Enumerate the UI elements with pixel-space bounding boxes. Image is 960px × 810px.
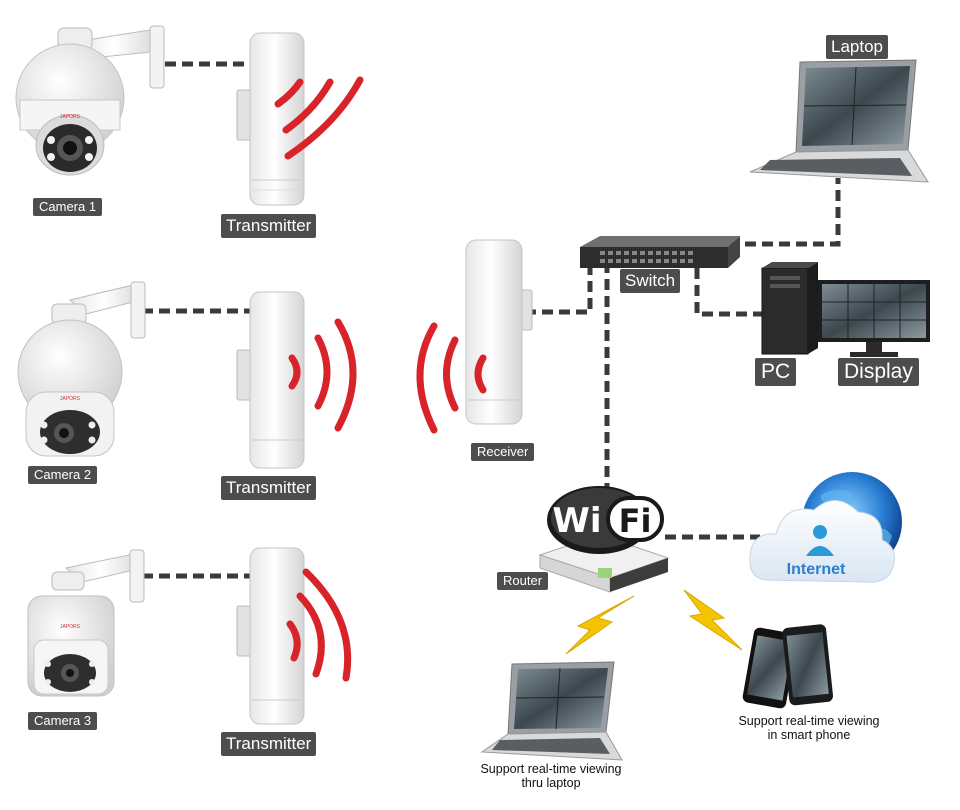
wave-transmitter-2 bbox=[288, 318, 357, 432]
laptop-viewing-caption: Support real-time viewing thru laptop bbox=[466, 762, 636, 790]
transmitter-2 bbox=[236, 291, 305, 469]
pc-tower bbox=[761, 262, 818, 355]
switch-label: Switch bbox=[620, 269, 681, 293]
link-switch-laptop bbox=[728, 178, 841, 247]
receiver-device bbox=[465, 239, 533, 425]
camera-3: JAPORS bbox=[27, 549, 145, 697]
camera-3-label: Camera 3 bbox=[28, 712, 98, 730]
laptop-bottom bbox=[480, 661, 623, 761]
pc-label: PC bbox=[755, 358, 797, 386]
wifi-text-fi: Fi bbox=[619, 502, 652, 540]
wave-receiver bbox=[416, 322, 487, 434]
camera-2: JAPORS bbox=[17, 281, 146, 457]
transmitter-1-label: Transmitter bbox=[221, 214, 317, 238]
camera-1-label: Camera 1 bbox=[33, 198, 103, 216]
laptop-caption-line-2: thru laptop bbox=[521, 776, 581, 790]
phone-viewing-caption: Support real-time viewing in smart phone bbox=[724, 714, 894, 742]
transmitter-1 bbox=[236, 32, 305, 206]
lightning-icon-left bbox=[565, 595, 635, 655]
camera-1-brand: JAPORS bbox=[60, 114, 81, 120]
link-switch-pc bbox=[694, 268, 762, 317]
router-label: Router bbox=[497, 572, 549, 590]
smartphones bbox=[742, 624, 834, 709]
lightning-icon-right bbox=[683, 589, 743, 651]
transmitter-3 bbox=[236, 547, 305, 725]
wave-transmitter-3 bbox=[286, 568, 352, 682]
lightning-bolts bbox=[565, 589, 743, 655]
display-label: Display bbox=[838, 358, 919, 386]
internet-cloud: Internet bbox=[749, 472, 902, 583]
camera-3-brand: JAPORS bbox=[60, 624, 81, 630]
transmitter-2-label: Transmitter bbox=[221, 476, 317, 500]
laptop-label: Laptop bbox=[826, 35, 888, 59]
transmitter-3-label: Transmitter bbox=[221, 732, 317, 756]
user-icon bbox=[806, 525, 834, 556]
link-lines bbox=[142, 61, 841, 579]
internet-label: Internet bbox=[787, 561, 846, 578]
display-monitor bbox=[818, 280, 930, 357]
camera-2-brand: JAPORS bbox=[60, 396, 81, 402]
wave-transmitter-1 bbox=[274, 76, 364, 160]
wifi-logo: Wi Fi bbox=[547, 486, 664, 554]
wifi-text-wi: Wi bbox=[552, 501, 601, 541]
phone-caption-line-1: Support real-time viewing bbox=[738, 714, 880, 728]
camera-1: JAPORS bbox=[15, 25, 165, 176]
laptop-top bbox=[749, 59, 929, 183]
laptop-caption-line-1: Support real-time viewing bbox=[480, 762, 622, 776]
signal-waves bbox=[274, 76, 487, 682]
network-switch bbox=[580, 236, 740, 268]
camera-2-label: Camera 2 bbox=[28, 466, 98, 484]
phone-caption-line-2: in smart phone bbox=[767, 728, 851, 742]
link-receiver-switch bbox=[525, 262, 593, 315]
receiver-label: Receiver bbox=[471, 443, 535, 461]
